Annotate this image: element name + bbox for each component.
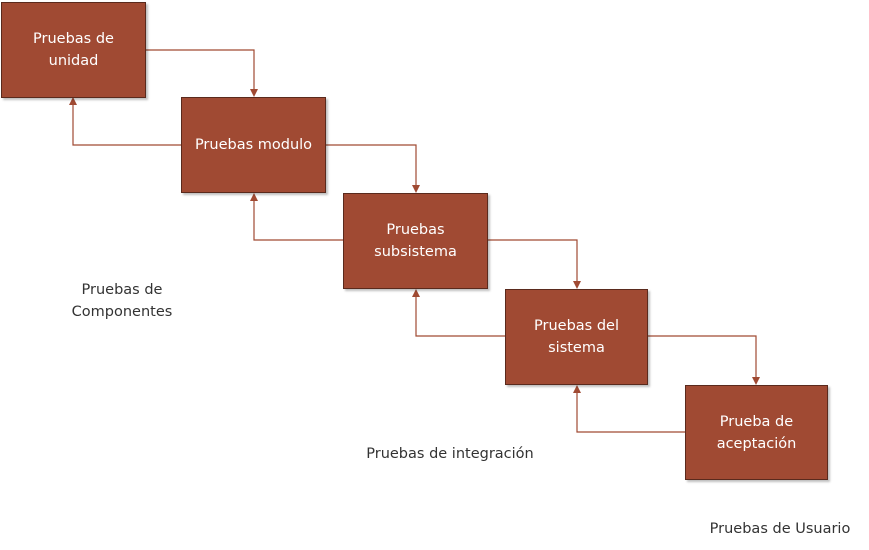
- arrow-aceptacion-to-sistema: [576, 387, 685, 433]
- stage-box-modulo: Pruebas modulo: [181, 97, 326, 193]
- stage-box-aceptacion: Prueba de aceptación: [685, 385, 828, 480]
- arrow-subsistema-to-modulo: [253, 195, 343, 241]
- stage-label-modulo: Pruebas modulo: [194, 137, 313, 153]
- arrow-modulo-to-unidad: [72, 99, 181, 146]
- phase-label-componentes: Pruebas de Componentes: [71, 282, 173, 320]
- stage-box-sistema: Pruebas del sistema: [505, 289, 648, 385]
- stage-box-subsistema: Pruebas subsistema: [343, 193, 488, 289]
- arrow-sistema-to-aceptacion: [648, 335, 757, 383]
- arrow-sistema-to-subsistema: [415, 291, 505, 337]
- stage-box-unidad: Pruebas de unidad: [1, 2, 146, 98]
- stage-label-unidad: Pruebas de unidad: [33, 31, 114, 69]
- arrow-unidad-to-modulo: [146, 49, 255, 95]
- arrow-modulo-to-subsistema: [326, 144, 417, 191]
- stage-label-subsistema: Pruebas subsistema: [374, 222, 457, 260]
- phase-label-integracion: Pruebas de integración: [366, 446, 534, 462]
- arrow-subsistema-to-sistema: [488, 239, 578, 287]
- phase-label-usuario: Pruebas de Usuario: [709, 521, 851, 537]
- stage-label-aceptacion: Prueba de aceptación: [716, 413, 797, 452]
- stage-label-sistema: Pruebas del sistema: [534, 318, 619, 356]
